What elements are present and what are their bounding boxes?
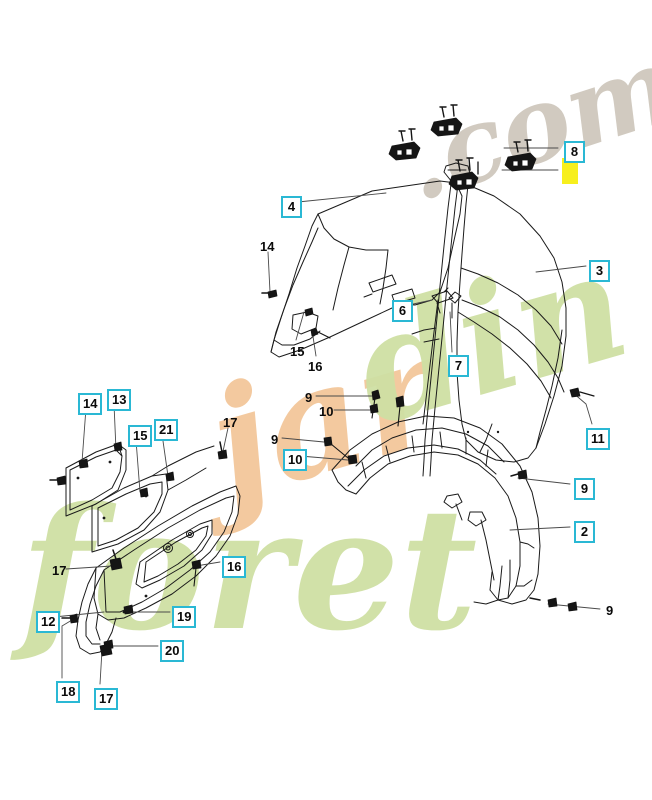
callout-label-7[interactable]: 7 [448, 355, 469, 377]
callout-label-21[interactable]: 21 [154, 419, 179, 441]
callout-label-16[interactable]: 16 [308, 359, 323, 374]
callout-label-9[interactable]: 9 [606, 603, 614, 618]
callout-label-17[interactable]: 17 [94, 688, 119, 710]
callout-label-15[interactable]: 15 [290, 344, 305, 359]
callout-label-14[interactable]: 14 [260, 239, 275, 254]
callout-label-16[interactable]: 16 [222, 556, 247, 578]
callout-label-19[interactable]: 19 [172, 606, 197, 628]
callout-label-10[interactable]: 10 [283, 449, 308, 471]
callout-label-17[interactable]: 17 [223, 415, 238, 430]
callout-label-20[interactable]: 20 [160, 640, 185, 662]
callout-label-13[interactable]: 13 [107, 389, 132, 411]
callout-label-2[interactable]: 2 [574, 521, 595, 543]
callout-label-10[interactable]: 10 [319, 404, 334, 419]
callout-label-18[interactable]: 18 [56, 681, 81, 703]
callout-label-12[interactable]: 12 [36, 611, 61, 633]
callout-label-3[interactable]: 3 [589, 260, 610, 282]
callout-label-9[interactable]: 9 [574, 478, 595, 500]
highlight-swatch [562, 158, 578, 184]
callout-label-8[interactable]: 8 [564, 141, 585, 163]
callout-label-4[interactable]: 4 [281, 196, 302, 218]
callout-label-9[interactable]: 9 [271, 432, 279, 447]
callout-label-11[interactable]: 11 [586, 428, 610, 450]
callout-label-9[interactable]: 9 [305, 390, 313, 405]
callout-label-14[interactable]: 14 [78, 393, 103, 415]
callout-label-15[interactable]: 15 [128, 425, 153, 447]
callout-label-17[interactable]: 17 [52, 563, 67, 578]
callout-label-6[interactable]: 6 [392, 300, 413, 322]
